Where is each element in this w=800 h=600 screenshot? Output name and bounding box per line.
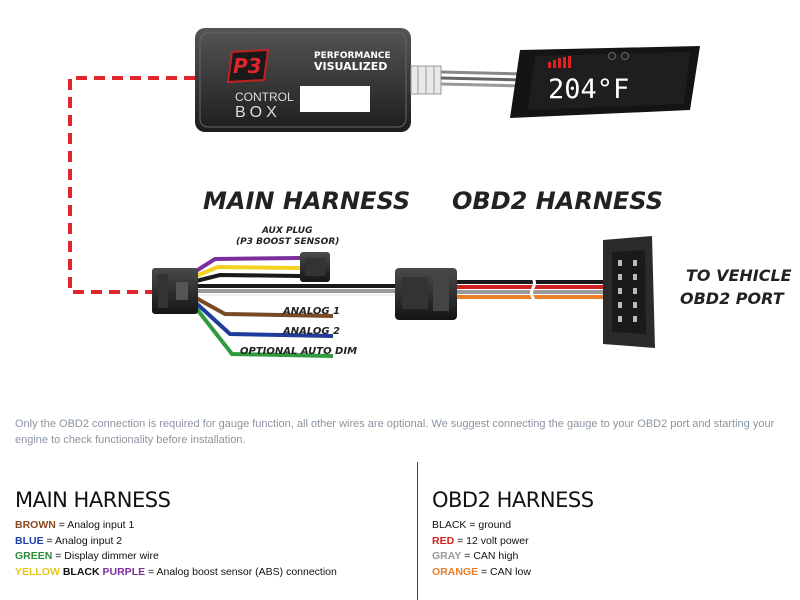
- wire-color-name: GREEN: [15, 550, 53, 562]
- main-harness-legend-title: MAIN HARNESS: [15, 488, 171, 512]
- legend-text: = CAN low: [478, 565, 531, 578]
- aux-plug-label-2: (P3 BOOST SENSOR): [236, 237, 339, 247]
- legend-row: YELLOW BLACK PURPLE = Analog boost senso…: [15, 565, 337, 581]
- obd2-harness-connector: [395, 268, 457, 320]
- gauge-display: 204°F: [510, 46, 700, 118]
- legend-text: = Analog boost sensor (ABS) connection: [145, 565, 337, 578]
- wire-color-name: BROWN: [15, 519, 56, 531]
- wire-color-name: YELLOW: [15, 565, 60, 578]
- legend-text: = 12 volt power: [454, 534, 529, 547]
- legend-row: BLACK = ground: [432, 518, 594, 534]
- legend-row: ORANGE = CAN low: [432, 565, 594, 581]
- aux-plug-label-1: AUX PLUG: [261, 226, 312, 236]
- control-box-label-2: BOX: [235, 104, 281, 121]
- legend-divider: [417, 462, 418, 600]
- legend-row: GRAY = CAN high: [432, 549, 594, 565]
- legend-row: BLUE = Analog input 2: [15, 534, 337, 550]
- control-box-label-1: CONTROL: [235, 90, 294, 104]
- control-box-sticker: [300, 86, 370, 112]
- vehicle-port-label-1: TO VEHICLE: [686, 266, 792, 285]
- legend-row: GREEN = Display dimmer wire: [15, 549, 337, 565]
- legend-text: = CAN high: [461, 550, 519, 562]
- control-box-tagline-2: VISUALIZED: [314, 60, 387, 73]
- analog-2-label: ANALOG 2: [282, 326, 340, 337]
- analog-1-label: ANALOG 1: [282, 306, 340, 317]
- wire-color-name: PURPLE: [102, 565, 146, 578]
- legend-row: RED = 12 volt power: [432, 534, 594, 550]
- legend-text: = Display dimmer wire: [52, 550, 159, 562]
- wire-color-name: BLACK: [62, 565, 100, 578]
- obd2-harness-title: OBD2 HARNESS: [452, 187, 663, 215]
- optional-auto-dim-label: OPTIONAL AUTO DIM: [240, 346, 357, 357]
- legend-text: = Analog input 2: [43, 534, 123, 547]
- wire-color-name: GRAY: [432, 550, 462, 562]
- main-harness-connector: [152, 268, 198, 314]
- gauge-cable: [410, 65, 526, 95]
- main-harness-title: MAIN HARNESS: [203, 187, 410, 215]
- main-harness-wires: [194, 256, 334, 358]
- legend-row: BROWN = Analog input 1: [15, 518, 337, 534]
- control-box-tagline-1: PERFORMANCE: [314, 51, 391, 61]
- obd2-harness-wires: [457, 277, 603, 309]
- wiring-diagram: P3 PERFORMANCE VISUALIZED CONTROL BOX 20…: [68, 28, 792, 358]
- control-box: P3 PERFORMANCE VISUALIZED CONTROL BOX: [195, 28, 411, 132]
- wire-color-name: BLUE: [15, 534, 44, 547]
- legend-text: BLACK = ground: [432, 519, 512, 531]
- aux-plug: [300, 252, 330, 282]
- main-trunk-wires: [196, 284, 395, 296]
- obd2-harness-legend-title: OBD2 HARNESS: [432, 488, 594, 512]
- control-box-connection-dashed-line: [68, 76, 195, 294]
- gauge-readout: 204°F: [548, 74, 629, 105]
- legend-text: = Analog input 1: [55, 519, 135, 531]
- obd2-port-plug: [603, 236, 655, 348]
- install-note: Only the OBD2 connection is required for…: [15, 418, 775, 446]
- wire-color-name: ORANGE: [432, 565, 479, 578]
- vehicle-port-label-2: OBD2 PORT: [680, 289, 785, 308]
- wire-color-name: RED: [432, 534, 455, 547]
- control-box-logo: P3: [233, 54, 262, 78]
